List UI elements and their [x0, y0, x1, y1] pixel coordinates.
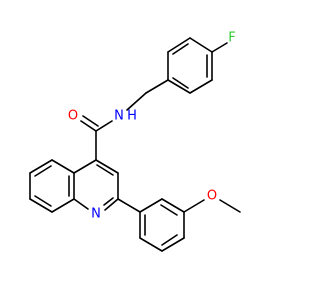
bond-double-inner — [96, 164, 114, 176]
bond — [95, 159, 119, 174]
bond-c-o — [80, 120, 97, 132]
bond-double-inner — [103, 197, 114, 206]
bond-c-o-methoxy — [183, 199, 205, 213]
amide-nitrogen-label: N — [114, 109, 124, 124]
bond-o-ch3 — [219, 199, 241, 213]
bond — [51, 198, 75, 213]
amide-hydrogen-label: H — [127, 109, 137, 124]
bond — [189, 79, 213, 94]
bond-c2-aryl — [117, 198, 141, 213]
bond — [189, 37, 213, 53]
bond — [73, 159, 97, 174]
bond — [161, 198, 185, 213]
bond-double-inner — [34, 195, 52, 207]
bond — [167, 79, 191, 94]
methoxy-oxygen-label: O — [207, 189, 217, 204]
methoxyphenyl-ring — [139, 198, 185, 252]
bond-c-f — [211, 42, 228, 53]
bond — [139, 237, 163, 252]
bond-n-c — [95, 120, 113, 132]
bond-ch2-n — [126, 92, 147, 111]
carbonyl-oxygen-label: O — [68, 109, 78, 124]
quinoline-pyridine-ring — [73, 159, 119, 211]
fluorine-atom-label: F — [228, 31, 235, 46]
quinoline-benzo-ring — [29, 159, 75, 213]
bond-double-inner — [161, 234, 178, 246]
bond — [29, 159, 53, 174]
bond-double-inner — [34, 165, 52, 177]
bond — [167, 37, 191, 53]
bond-double-inner — [172, 77, 189, 89]
bond — [161, 237, 185, 252]
bond — [139, 198, 163, 213]
bond — [104, 198, 119, 211]
bond-double-inner — [160, 204, 178, 216]
bond — [73, 198, 89, 210]
bond-c-o-double — [82, 115, 99, 127]
molecule-canvas: F O N H N O — [29, 31, 241, 252]
bond — [51, 159, 75, 174]
bond — [29, 198, 53, 213]
ring-nitrogen-label: N — [91, 207, 101, 222]
molecule-structure: F O N H N O — [29, 31, 241, 252]
fluorophenyl-ring — [167, 37, 213, 94]
bond-double-inner — [172, 43, 189, 55]
bond-ch2 — [145, 79, 169, 94]
